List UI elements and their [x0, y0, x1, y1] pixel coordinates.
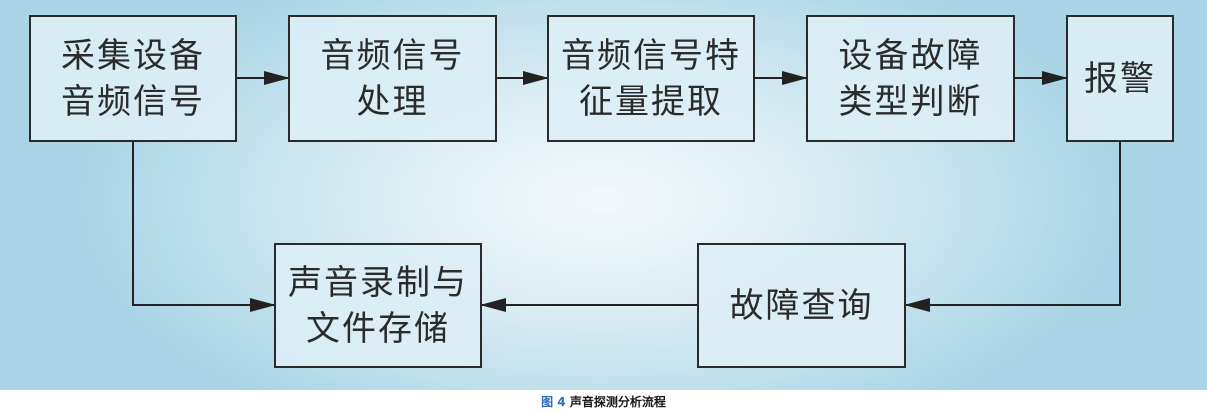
node-alarm: 报警: [1066, 15, 1174, 142]
node-audio-processing: 音频信号 处理: [288, 15, 497, 142]
node-recording-storage: 声音录制与 文件存储: [274, 243, 482, 368]
node-fault-query: 故障查询: [697, 243, 906, 368]
connector-layer: [132, 71, 1121, 312]
figure-caption: 图 4 声音探测分析流程: [0, 393, 1207, 412]
node-feature-extraction: 音频信号特 征量提取: [547, 15, 755, 142]
node-capture-audio: 采集设备 音频信号: [29, 15, 237, 142]
diagram-canvas: 采集设备 音频信号 音频信号 处理 音频信号特 征量提取 设备故障 类型判断 报…: [0, 0, 1207, 390]
figure-number: 图 4: [541, 395, 566, 409]
node-fault-classification: 设备故障 类型判断: [806, 15, 1015, 142]
arrow-alarm-to-query: [904, 142, 1121, 312]
arrow-capture-to-record: [132, 142, 276, 312]
figure-title: 声音探测分析流程: [569, 395, 666, 409]
